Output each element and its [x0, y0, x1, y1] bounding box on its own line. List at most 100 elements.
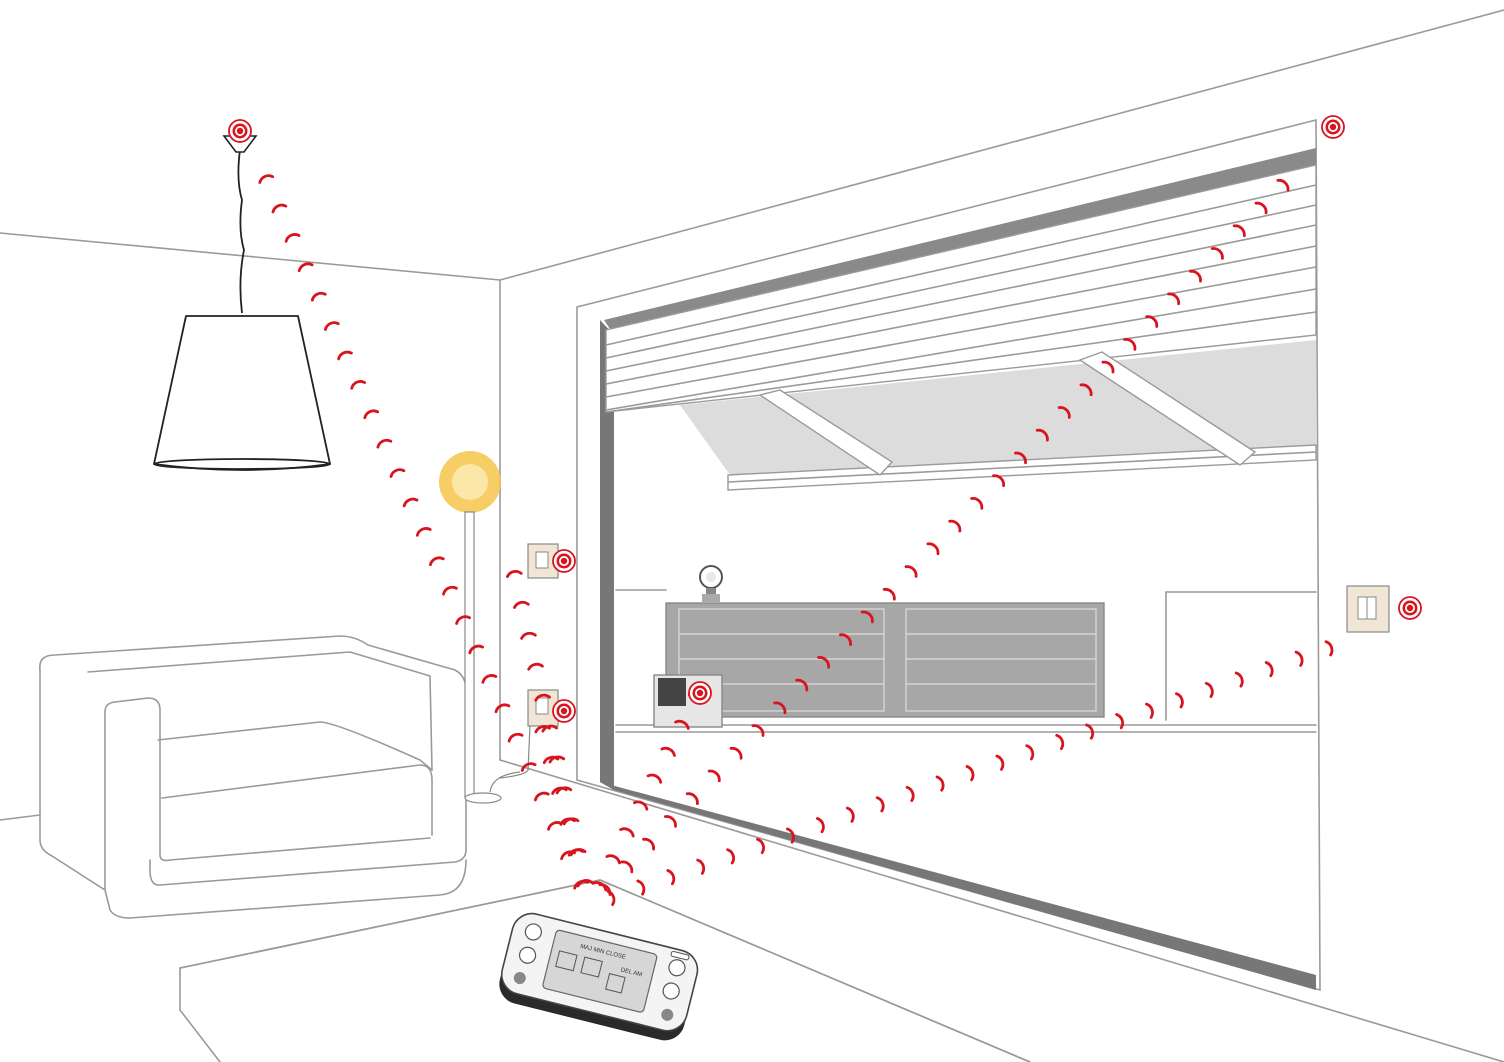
signal-arc — [442, 585, 458, 596]
signal-arc — [258, 174, 275, 184]
signal-arc — [1276, 178, 1290, 192]
wall-switch-lower-receiver-icon — [552, 699, 576, 723]
signal-arc — [875, 796, 885, 813]
signal-arc — [1204, 681, 1214, 698]
signal-arc — [660, 746, 676, 757]
signal-arc — [935, 775, 945, 792]
signal-arc — [363, 409, 380, 420]
floor-lamp — [439, 451, 521, 804]
signal-arc — [860, 610, 874, 624]
signal-arc — [992, 474, 1006, 487]
pendant-lamp — [153, 135, 331, 471]
signal-arc — [817, 656, 831, 669]
remote-button[interactable] — [518, 946, 537, 965]
signal-arc — [429, 556, 445, 567]
signal-arc — [576, 879, 593, 888]
signal-arc — [402, 497, 419, 508]
signal-arc — [726, 848, 735, 865]
signal-arc — [513, 600, 530, 609]
signal-arc — [674, 719, 690, 730]
signal-arc — [751, 724, 765, 737]
signal-arc — [882, 587, 896, 601]
pendant-lamp-receiver-icon — [228, 119, 252, 143]
signal-arc — [542, 755, 560, 765]
remote-button[interactable] — [667, 958, 686, 977]
signal-arc — [389, 468, 406, 478]
signal-arc — [271, 203, 288, 214]
signal-arc — [1115, 713, 1124, 730]
signal-arc — [1101, 360, 1115, 374]
speaker-icon — [513, 972, 526, 985]
signal-arc — [350, 380, 366, 390]
signal-arc — [795, 678, 809, 692]
signal-arc — [646, 773, 663, 784]
signal-arc — [547, 821, 563, 831]
signal-arc — [534, 791, 550, 802]
signal-arc — [642, 837, 656, 851]
outdoor-switch-receiver-icon — [1398, 596, 1422, 620]
signal-arc — [310, 291, 327, 302]
signal-arc — [1055, 733, 1065, 750]
signal-arc — [1264, 661, 1274, 678]
signal-arc — [527, 662, 544, 671]
signal-arc — [816, 817, 825, 834]
signal-arc — [1254, 201, 1268, 215]
signal-arc — [685, 792, 699, 805]
gate-lamp — [699, 565, 723, 602]
signal-arc — [1175, 692, 1184, 709]
signal-arc — [284, 233, 301, 243]
signal-arc — [606, 889, 616, 906]
signal-arc — [1025, 744, 1035, 761]
signal-arc — [1167, 292, 1181, 306]
remote-button[interactable] — [661, 981, 680, 1000]
garage-door — [605, 164, 1317, 491]
signal-arc — [1189, 269, 1202, 283]
signal-arc — [507, 732, 524, 743]
gate-motor — [653, 674, 723, 728]
signal-arc — [1324, 640, 1334, 657]
signal-arc — [324, 321, 340, 331]
signal-arc — [845, 806, 855, 823]
signal-arc — [1294, 650, 1304, 667]
wall-switch-upper-receiver-icon — [552, 549, 576, 573]
signal-arc — [534, 725, 551, 734]
receiver-badges — [228, 115, 1422, 723]
signal-arc — [1123, 338, 1137, 351]
sliding-gate — [665, 602, 1105, 718]
signal-arc — [839, 633, 852, 646]
remote-button[interactable] — [524, 922, 543, 941]
signal-arc — [664, 815, 677, 828]
signal-arc — [376, 438, 393, 449]
signal-arc — [696, 858, 706, 875]
signal-arc — [520, 631, 537, 640]
signal-arc — [965, 765, 975, 782]
signal-arc — [1210, 247, 1224, 260]
signal-arc — [773, 701, 787, 715]
signal-arc — [1145, 315, 1159, 328]
signal-arc — [520, 762, 537, 772]
signal-arc — [468, 644, 484, 655]
signal-arc — [415, 527, 432, 537]
signal-arc — [619, 827, 635, 838]
remote-control[interactable]: MAJ MIN CLOSE DEL AM — [495, 909, 702, 1044]
armchair — [38, 635, 467, 919]
signal-arc — [707, 769, 721, 783]
outdoor-area — [615, 589, 1317, 733]
signal-arc — [1085, 723, 1095, 740]
signal-arc — [506, 570, 523, 578]
signal-arc — [1234, 671, 1244, 688]
signal-arc — [636, 879, 646, 896]
signal-arc — [786, 827, 795, 844]
signal-waves — [258, 174, 1334, 906]
signal-arc — [1057, 406, 1071, 419]
signal-arc — [1035, 428, 1049, 442]
signal-arc — [926, 542, 940, 556]
signal-arc — [905, 785, 915, 802]
signal-arc — [481, 674, 498, 684]
remote-screen-line2: DEL AM — [620, 967, 643, 978]
garage-door-receiver-icon — [1321, 115, 1345, 139]
signal-arc — [904, 565, 918, 578]
table — [179, 879, 1031, 1062]
speaker-icon — [661, 1008, 674, 1021]
